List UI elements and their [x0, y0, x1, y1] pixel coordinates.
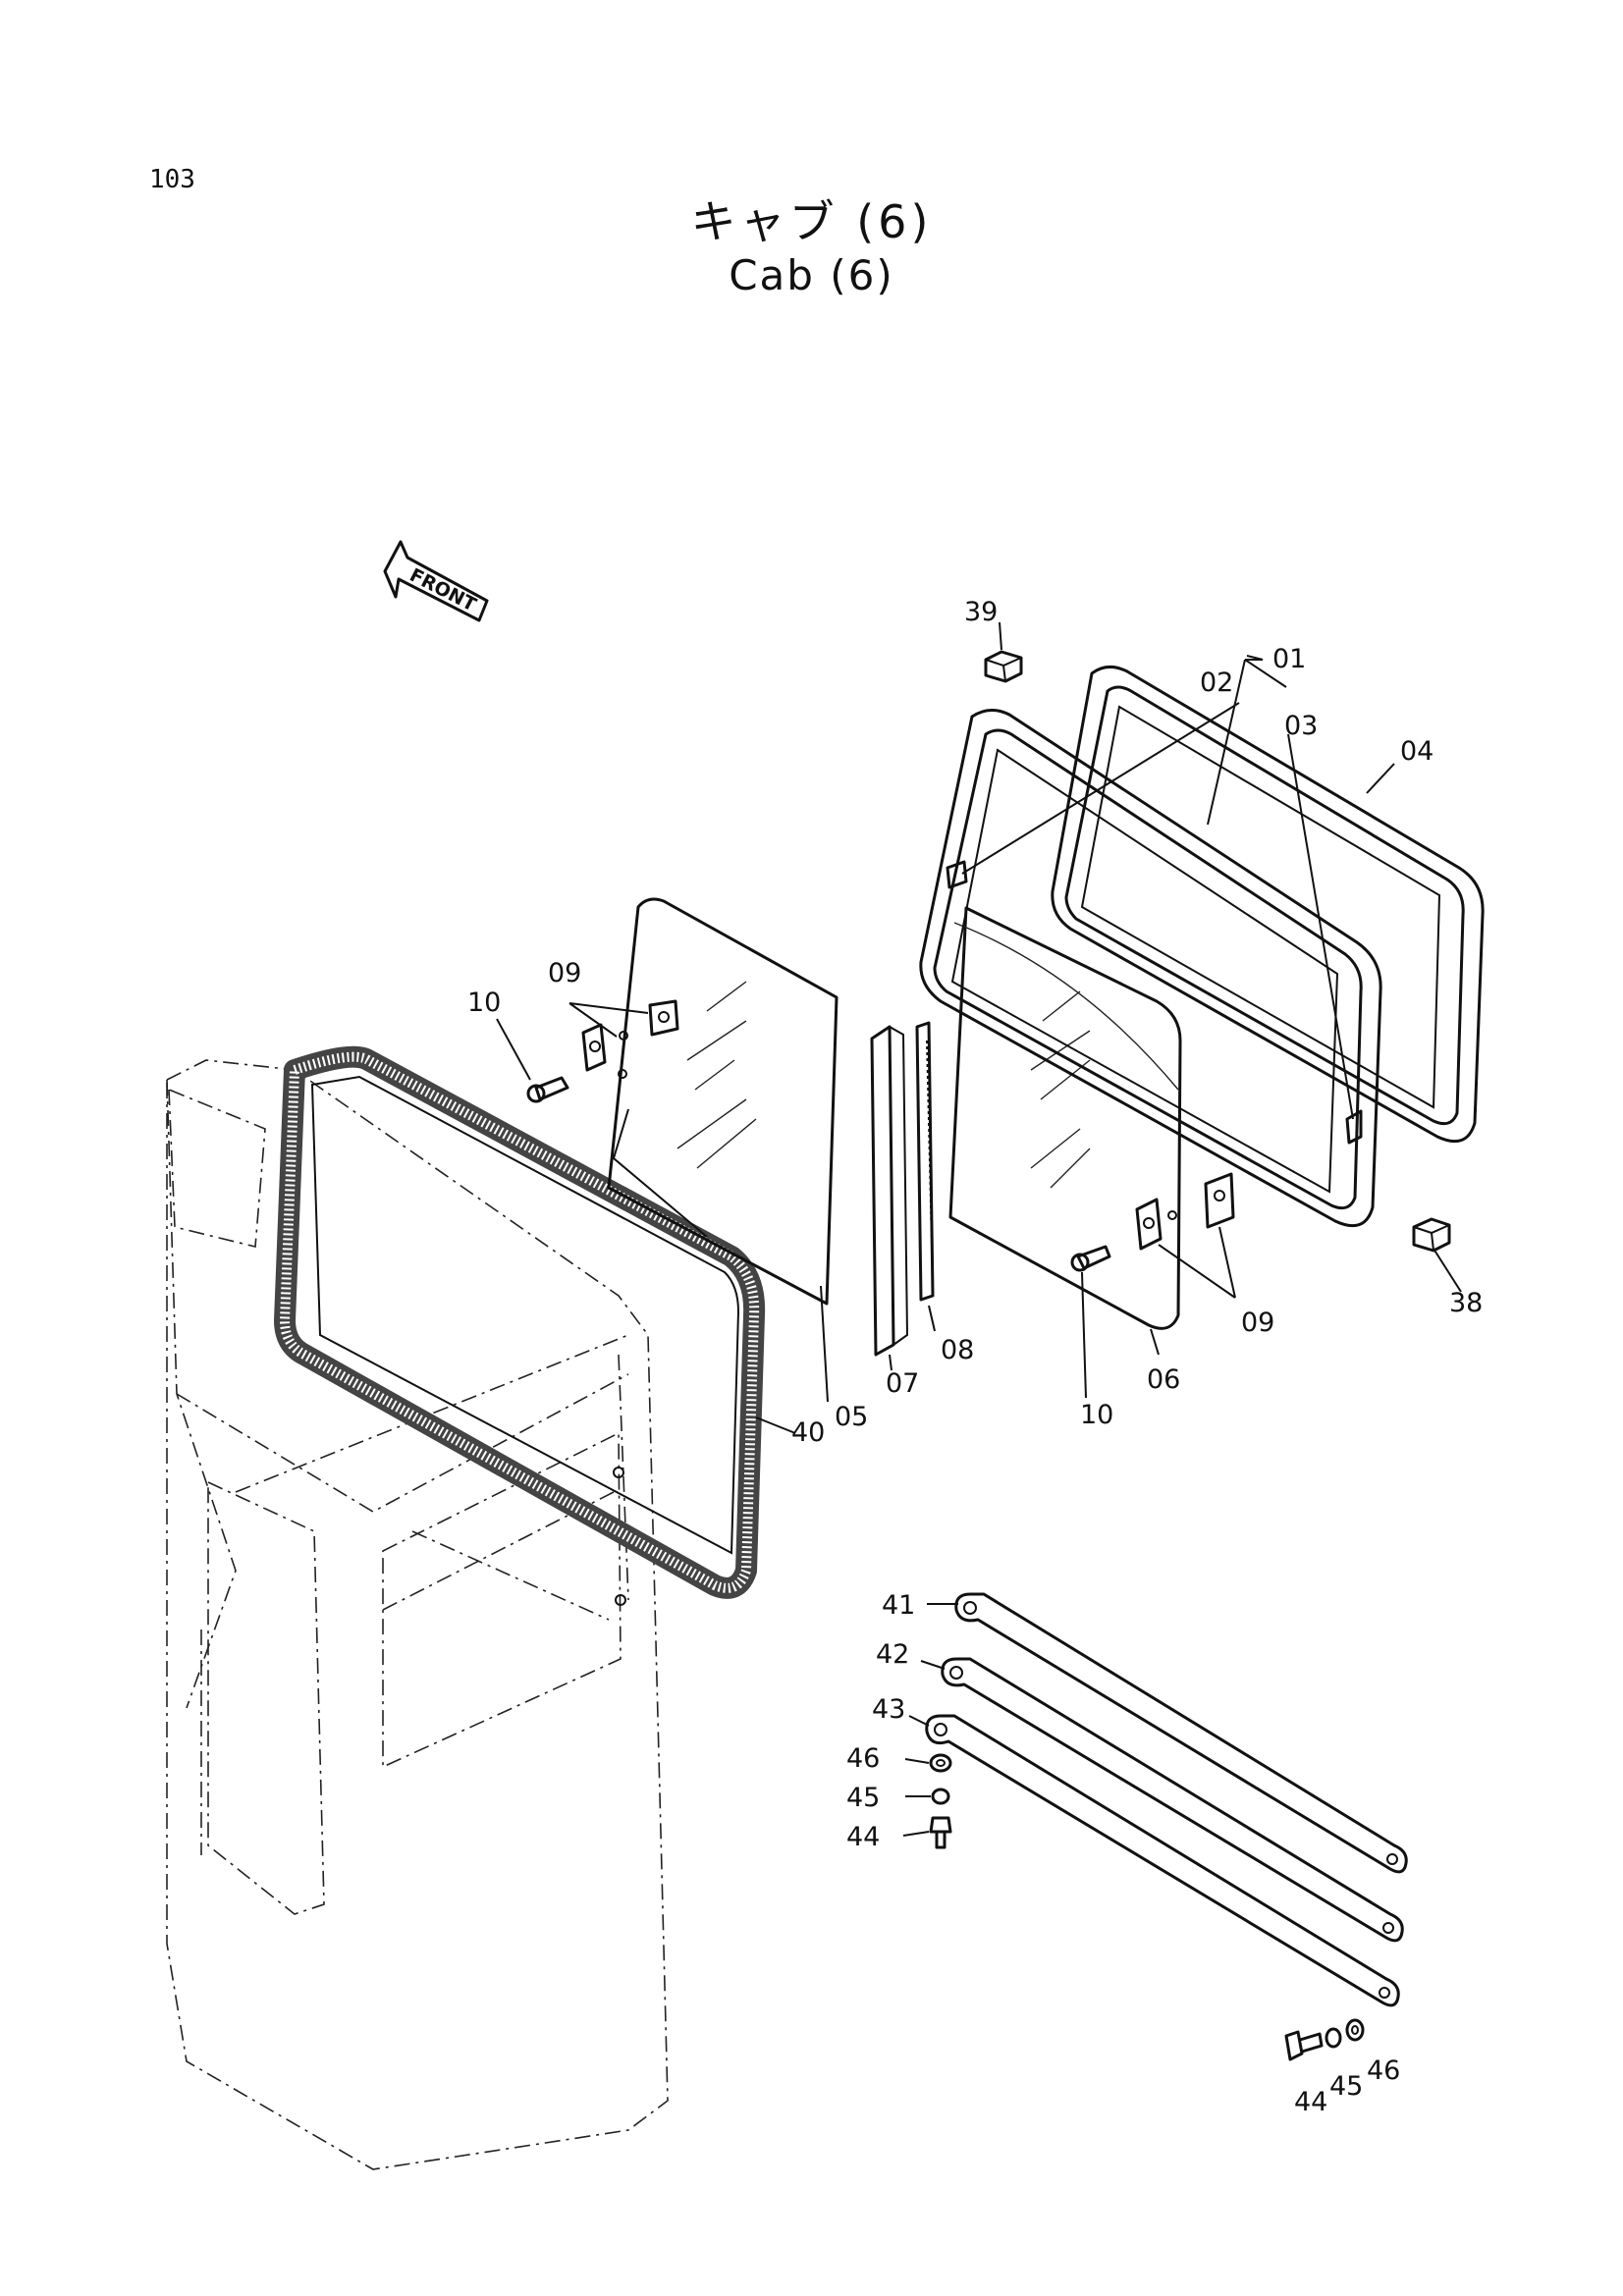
callout-10-left: 10: [467, 988, 501, 1018]
callout-09-left: 09: [548, 958, 581, 988]
callout-03: 03: [1284, 711, 1318, 741]
callout-40: 40: [791, 1417, 825, 1448]
callout-46-right: 46: [1367, 2056, 1400, 2086]
tie-bar-43: [925, 1714, 1400, 2007]
callout-labels: 01 02 03 04 05 06 07 08 09 09 10 10 38 3…: [467, 597, 1483, 2117]
callout-45-right: 45: [1329, 2071, 1363, 2102]
callout-09-right: 09: [1241, 1308, 1274, 1338]
callout-44-right: 44: [1294, 2087, 1327, 2117]
washer-46-right: [1345, 2018, 1365, 2042]
tie-bar-42: [941, 1657, 1404, 1943]
callout-02: 02: [1200, 667, 1233, 698]
callout-08: 08: [941, 1335, 974, 1365]
callout-43: 43: [872, 1694, 905, 1725]
cab-body: [166, 1059, 669, 2170]
lock-washer-45-left: [931, 1788, 950, 1805]
page-number: 103: [149, 165, 195, 194]
fixed-glass-05: [607, 897, 839, 1306]
sliding-glass-06: [948, 906, 1182, 1330]
bolt-44-right: [1284, 2030, 1324, 2061]
brush-strip-08: [915, 1021, 935, 1302]
leader-lines: [496, 621, 1462, 1837]
latch-assembly-right: [1070, 1172, 1235, 1272]
rubber-block-39: [984, 650, 1023, 683]
latch-assembly-left: [526, 999, 679, 1103]
callout-39: 39: [964, 597, 998, 627]
page-title-japanese: キャブ (6): [690, 195, 933, 248]
bolt-44-left: [929, 1816, 952, 1849]
window-seal-40: [274, 1045, 766, 1599]
callout-46-left: 46: [846, 1743, 880, 1774]
callout-44-left: 44: [846, 1822, 880, 1852]
page-title-english: Cab (6): [729, 251, 894, 299]
lock-washer-45-right: [1325, 2027, 1342, 2049]
callout-07: 07: [886, 1368, 919, 1399]
callout-41: 41: [882, 1590, 915, 1621]
callout-10-right: 10: [1080, 1400, 1113, 1430]
tie-bar-41: [954, 1592, 1408, 1874]
callout-42: 42: [876, 1639, 909, 1670]
glass-channel-07: [870, 1025, 909, 1357]
callout-38: 38: [1449, 1288, 1483, 1318]
window-frame-04: [1051, 666, 1485, 1144]
callout-04: 04: [1400, 736, 1434, 767]
callout-45-left: 45: [846, 1783, 880, 1813]
washer-46-left: [929, 1753, 952, 1773]
sash-frame-01: [919, 709, 1382, 1228]
callout-05: 05: [835, 1402, 868, 1432]
rubber-block-38: [1412, 1217, 1451, 1253]
callout-01: 01: [1272, 644, 1306, 674]
front-arrow-icon: FRONT: [383, 540, 489, 622]
callout-06: 06: [1147, 1364, 1180, 1395]
